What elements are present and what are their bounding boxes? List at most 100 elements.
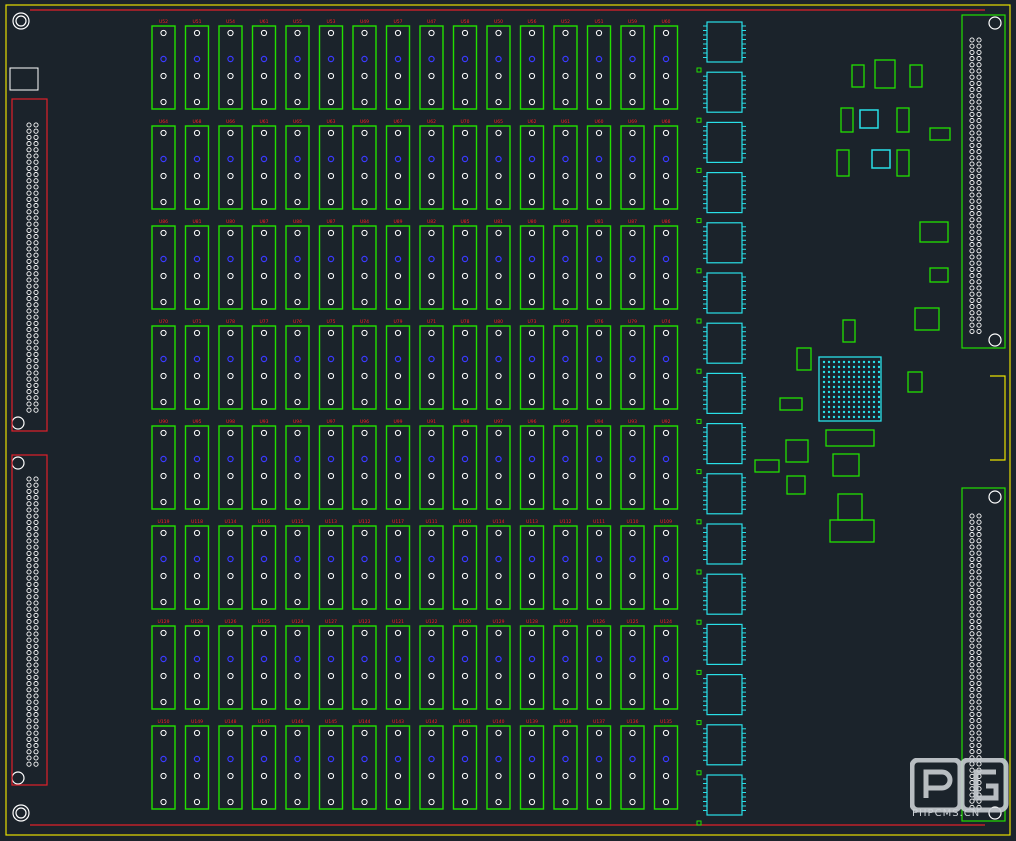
connector-pin bbox=[26, 203, 32, 209]
connector-pin bbox=[969, 544, 975, 550]
connector-pin bbox=[33, 364, 39, 370]
bga-ball bbox=[822, 400, 826, 404]
socket-outline bbox=[385, 25, 411, 110]
socket-pad bbox=[327, 529, 335, 537]
socket: U110 bbox=[452, 519, 478, 610]
socket-pad bbox=[160, 572, 167, 580]
connector-pin bbox=[26, 333, 32, 339]
socket-pad bbox=[193, 429, 201, 437]
soic-chip bbox=[696, 372, 746, 424]
socket-pad bbox=[260, 698, 268, 706]
socket: U66 bbox=[218, 119, 243, 210]
socket-via bbox=[495, 55, 502, 63]
connector-pin bbox=[976, 254, 982, 260]
socket: U71 bbox=[419, 319, 444, 410]
socket: U113 bbox=[318, 519, 344, 610]
keepout-lines bbox=[30, 9, 985, 826]
passive-component bbox=[914, 307, 940, 331]
socket-pad bbox=[160, 298, 167, 306]
connector-pin bbox=[33, 724, 39, 730]
socket: U92 bbox=[653, 419, 679, 510]
socket-pad bbox=[327, 298, 335, 306]
connector-pin bbox=[33, 382, 39, 388]
socket-designator: U58 bbox=[460, 19, 469, 25]
socket-pad bbox=[160, 29, 167, 37]
soic-chip bbox=[696, 272, 746, 324]
socket: U81 bbox=[486, 219, 511, 310]
connector-pin bbox=[26, 736, 32, 742]
socket-designator: U118 bbox=[191, 519, 203, 525]
socket-via bbox=[193, 755, 201, 763]
socket-pad bbox=[361, 572, 368, 580]
socket: U118 bbox=[184, 519, 210, 610]
socket-pad bbox=[260, 672, 268, 680]
socket-pad bbox=[428, 72, 435, 80]
socket-designator: U113 bbox=[526, 519, 538, 525]
soic-mark bbox=[696, 117, 702, 123]
socket-pad bbox=[528, 129, 536, 137]
socket: U86 bbox=[653, 219, 679, 310]
bga-ball bbox=[832, 405, 836, 409]
soic-mark bbox=[696, 669, 702, 675]
bga-ball bbox=[862, 385, 866, 389]
connector-pin bbox=[969, 248, 975, 254]
socket-designator: U91 bbox=[427, 419, 436, 425]
socket-pad bbox=[461, 298, 469, 306]
connector-pin bbox=[26, 122, 32, 128]
socket-pad bbox=[193, 29, 201, 37]
connector-pin bbox=[33, 345, 39, 351]
soic-chip bbox=[696, 71, 746, 123]
socket-pad bbox=[227, 398, 234, 406]
bga-ball bbox=[822, 375, 826, 379]
socket-pad bbox=[260, 372, 268, 380]
socket-pad bbox=[160, 372, 167, 380]
socket-designator: U114 bbox=[225, 519, 237, 525]
socket-designator: U52 bbox=[159, 19, 168, 25]
connector-pin bbox=[976, 285, 982, 291]
socket-pad bbox=[361, 698, 368, 706]
connector-pin bbox=[976, 587, 982, 593]
socket-pad bbox=[294, 298, 301, 306]
socket-pad bbox=[227, 229, 234, 237]
connector-pin bbox=[26, 364, 32, 370]
connector-pin bbox=[969, 155, 975, 161]
socket-outline bbox=[151, 125, 176, 210]
socket-designator: U121 bbox=[392, 619, 404, 625]
socket-pad bbox=[294, 72, 301, 80]
connector-pin bbox=[969, 742, 975, 748]
socket-designator: U149 bbox=[191, 719, 203, 725]
socket-pad bbox=[394, 329, 402, 337]
socket-outline bbox=[519, 625, 545, 710]
socket-pad bbox=[160, 798, 167, 806]
socket-outline bbox=[620, 225, 645, 310]
socket-outline bbox=[385, 625, 411, 710]
socket-outline bbox=[285, 125, 310, 210]
socket-via bbox=[562, 155, 569, 163]
socket-via bbox=[227, 255, 234, 263]
socket-outline bbox=[385, 325, 411, 410]
socket-outline bbox=[653, 425, 679, 510]
connector-pin bbox=[969, 693, 975, 699]
bga-ball bbox=[822, 395, 826, 399]
socket-designator: U119 bbox=[158, 519, 170, 525]
bga-ball bbox=[862, 395, 866, 399]
bga-ball bbox=[822, 360, 826, 364]
socket: U61 bbox=[553, 119, 578, 210]
socket-pad bbox=[394, 472, 402, 480]
socket: U71 bbox=[184, 319, 210, 410]
connector-pin bbox=[33, 569, 39, 575]
socket-designator: U126 bbox=[225, 619, 237, 625]
socket-pad bbox=[160, 429, 167, 437]
bga-ball bbox=[847, 410, 851, 414]
socket-pad bbox=[260, 598, 268, 606]
socket: U90 bbox=[151, 419, 176, 510]
socket-via bbox=[528, 755, 536, 763]
socket-outline bbox=[419, 225, 444, 310]
socket-pad bbox=[327, 798, 335, 806]
connector-pin bbox=[26, 557, 32, 563]
socket-pad bbox=[394, 698, 402, 706]
connector-pin bbox=[976, 687, 982, 693]
socket-pad bbox=[461, 729, 469, 737]
bga-ball bbox=[852, 370, 856, 374]
connector-pin bbox=[33, 215, 39, 221]
